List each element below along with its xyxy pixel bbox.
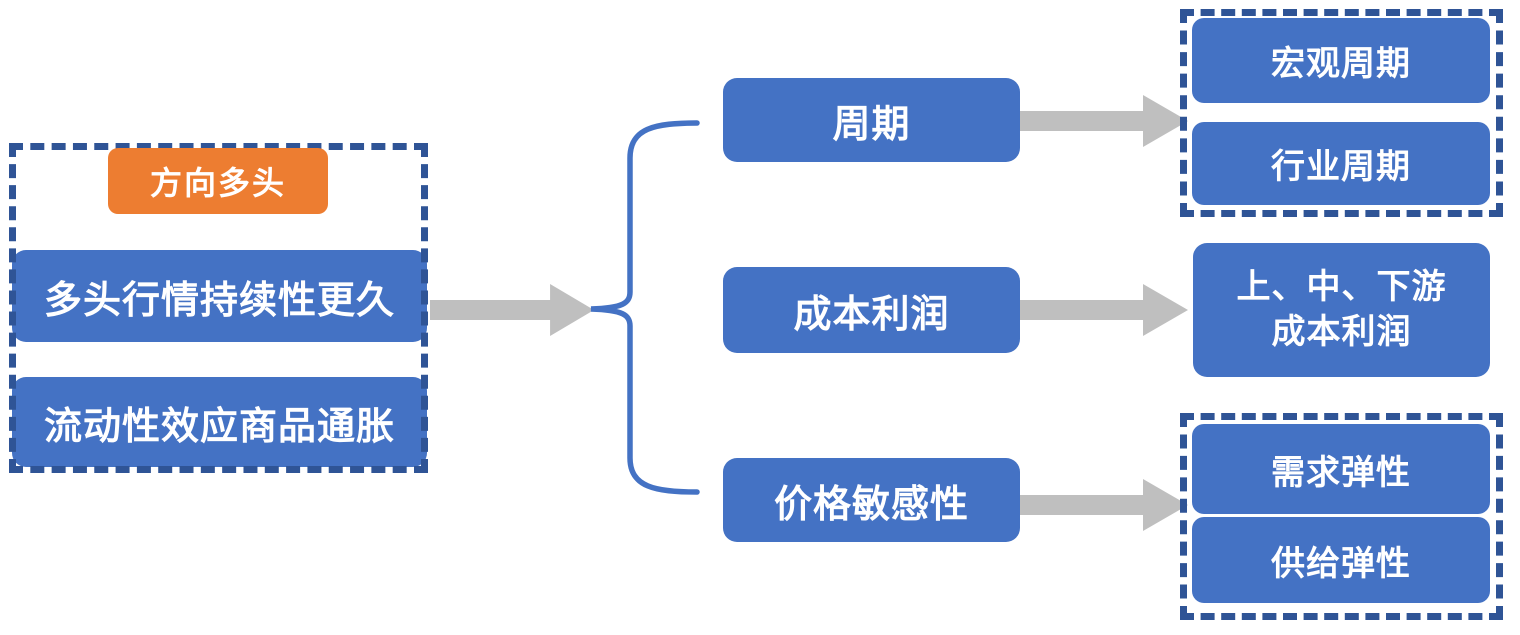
brace-connector-icon [590, 120, 700, 495]
cost-profit-detail-line2: 成本利润 [1271, 313, 1412, 351]
cost-profit-detail-box: 上、中、下游 成本利润 [1193, 243, 1490, 377]
flow-arrow-cycle-icon [1020, 95, 1188, 147]
left-item-liquidity-commodity-inflation: 流动性效应商品通胀 [12, 377, 427, 467]
node-cycle: 周期 [723, 78, 1020, 162]
node-price-sensitivity: 价格敏感性 [723, 458, 1020, 542]
cost-profit-detail-line1: 上、中、下游 [1236, 268, 1447, 307]
flow-arrow-main-icon [430, 284, 594, 336]
flow-arrow-cost-icon [1020, 284, 1188, 336]
industry-cycle-box: 行业周期 [1192, 122, 1490, 205]
left-item-long-market-duration: 多头行情持续性更久 [12, 250, 427, 342]
macro-cycle-box: 宏观周期 [1192, 18, 1490, 103]
demand-elasticity-box: 需求弹性 [1192, 424, 1490, 514]
direction-long-tag: 方向多头 [108, 148, 328, 214]
flow-arrow-price-icon [1020, 479, 1188, 531]
node-cost-profit: 成本利润 [723, 267, 1020, 353]
supply-elasticity-box: 供给弹性 [1192, 517, 1490, 603]
